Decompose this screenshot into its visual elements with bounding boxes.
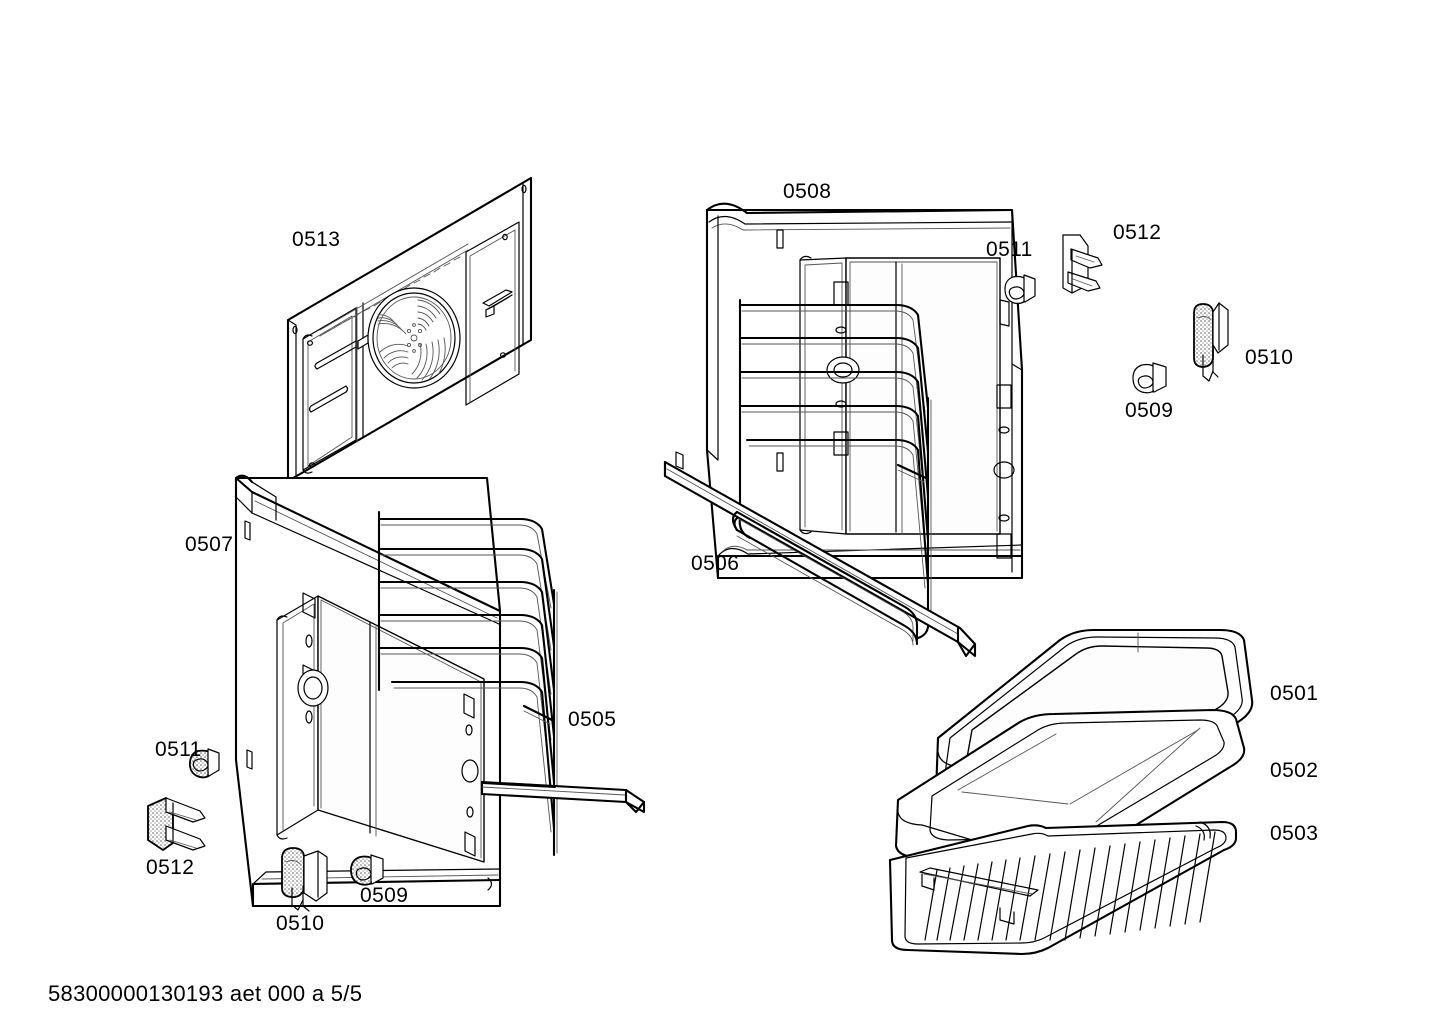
callout-0505: 0505: [568, 708, 616, 731]
callout-0512-left: 0512: [146, 856, 194, 879]
callout-0503: 0503: [1270, 822, 1318, 845]
part-0502-shallow-baking-tray: [894, 708, 1246, 869]
callout-0513: 0513: [292, 228, 340, 251]
callout-0508: 0508: [783, 180, 831, 203]
fan-grille: [367, 287, 461, 389]
right-wire-shelf-support: [738, 298, 932, 640]
callout-0510-left: 0510: [276, 912, 324, 935]
callout-0511-left: 0511: [155, 738, 202, 761]
callout-0506: 0506: [691, 552, 739, 575]
callout-0507: 0507: [185, 533, 233, 556]
part-0513-rear-fan-cover-panel: [286, 176, 533, 483]
callout-labels: 0513 0507 0505 0511 0512 0510 0509 0508 …: [146, 180, 1318, 935]
latch-handle-0513: [482, 289, 513, 318]
grill-bars: [924, 831, 1216, 941]
part-0510-hinge-retainer-clip-left: [281, 847, 328, 912]
part-0510-hinge-retainer-clip-right: [1193, 302, 1229, 382]
callout-0512-right: 0512: [1113, 221, 1161, 244]
vent-slot-band: [319, 243, 469, 337]
drawing-footer-text: 58300000130193 aet 000 a 5/5: [48, 981, 362, 1006]
part-0512-bracket-clip-left: [147, 797, 206, 851]
shelf-rails-0505: [377, 517, 556, 833]
part-0509-fixing-knob-left: [350, 854, 384, 886]
callout-0509-left: 0509: [360, 884, 408, 907]
part-0507-left-side-liner-panel: [234, 474, 502, 908]
part-0512-bracket-clip-right: [1062, 234, 1103, 294]
shelf-rails-right: [738, 303, 930, 589]
part-0509-fixing-knob-right: [1132, 362, 1167, 394]
part-0505-left-wire-shelf-support: [377, 510, 646, 857]
callout-0511-right: 0511: [986, 238, 1033, 261]
part-0503-wire-grill-rack: [888, 820, 1238, 956]
part-0506-lower-support-rail: [663, 451, 977, 658]
callout-0501: 0501: [1270, 682, 1318, 705]
callout-0509-right: 0509: [1125, 399, 1173, 422]
callout-0502: 0502: [1270, 759, 1318, 782]
callout-0510-right: 0510: [1245, 346, 1293, 369]
part-0511-grommet-plug-right: [1004, 274, 1036, 304]
part-0511-grommet-plug-left: [188, 748, 220, 779]
